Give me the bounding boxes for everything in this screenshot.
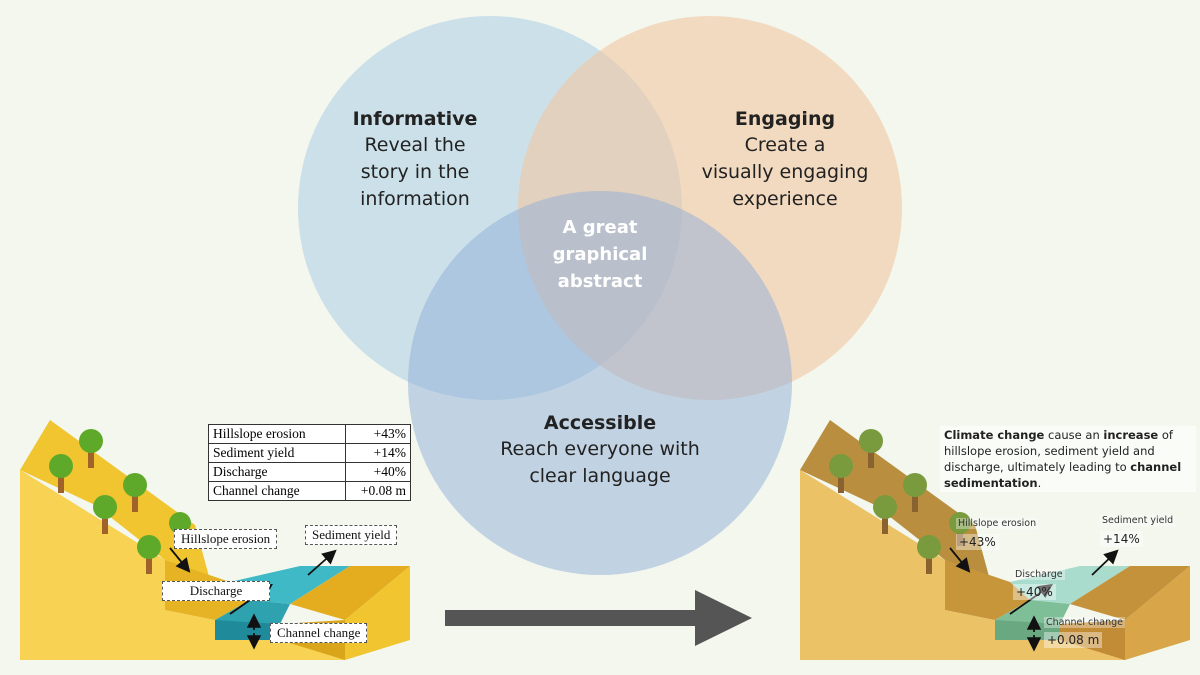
tree-icon: [49, 454, 73, 493]
venn-informative-title: Informative: [352, 108, 478, 130]
label-discharge: Discharge: [162, 581, 270, 601]
sediment-arrow: [307, 549, 337, 576]
note-text: .: [1037, 476, 1042, 490]
tag-discharge: Discharge: [1013, 569, 1065, 580]
table-row: Sediment yield+14%: [208, 443, 411, 463]
summary-note: Climate change cause an increase of hill…: [940, 426, 1196, 492]
venn-engaging-title: Engaging: [734, 108, 836, 130]
venn-accessible-title: Accessible: [543, 412, 657, 434]
tag-channel-change: Channel change: [1044, 617, 1125, 628]
venn-informative: Informative Reveal the story in the info…: [330, 106, 500, 213]
tree-icon: [873, 495, 897, 534]
table-cell-value: +14%: [345, 443, 411, 463]
tree-icon: [93, 495, 117, 534]
value-hillslope-erosion: +43%: [956, 534, 999, 550]
label-sediment-yield: Sediment yield: [305, 525, 398, 545]
value-channel-change: +0.08 m: [1044, 632, 1103, 648]
table-row: Hillslope erosion+43%: [208, 424, 411, 444]
venn-center-line: graphical: [552, 244, 648, 265]
note-text: of hillslope erosion, sediment yield and…: [944, 428, 1173, 474]
tree-icon: [949, 512, 971, 546]
note-highlight: increase: [1103, 428, 1159, 442]
tree-icon: [917, 535, 941, 574]
value-sediment-yield: +14%: [1100, 531, 1143, 547]
venn-informative-line: Reveal the: [364, 134, 466, 156]
venn-circle-accessible: [408, 191, 792, 575]
right-landscape: [800, 420, 1190, 660]
table-cell-label: Discharge: [208, 462, 346, 482]
venn-center-line: A great: [562, 217, 638, 238]
table-row: Discharge+40%: [208, 462, 411, 482]
tree-icon: [137, 535, 161, 574]
table-cell-label: Hillslope erosion: [208, 424, 346, 444]
venn-accessible-line: clear language: [529, 465, 671, 487]
table-cell-label: Sediment yield: [208, 443, 346, 463]
tree-icon: [79, 429, 103, 468]
venn-accessible-line: Reach everyone with: [500, 438, 700, 460]
tree-icon: [859, 429, 883, 468]
tree-icon: [903, 473, 927, 512]
venn-engaging-line: Create a: [744, 134, 826, 156]
venn-center: A great graphical abstract: [530, 214, 670, 295]
venn-engaging-line: experience: [732, 188, 838, 210]
tag-hillslope-erosion: Hillslope erosion: [956, 518, 1039, 529]
note-highlight: Climate change: [944, 428, 1045, 442]
venn-informative-line: information: [360, 188, 470, 210]
note-highlight: channel sedimentation: [944, 460, 1182, 490]
table-cell-value: +43%: [345, 424, 411, 444]
table-cell-value: +40%: [345, 462, 411, 482]
venn-engaging-line: visually engaging: [701, 161, 869, 183]
table-cell-value: +0.08 m: [345, 481, 411, 501]
left-landscape: [20, 420, 410, 660]
label-channel-change: Channel change: [270, 623, 368, 643]
tree-icon: [123, 473, 147, 512]
venn-informative-line: story in the: [360, 161, 470, 183]
tag-sediment-yield: Sediment yield: [1100, 515, 1176, 526]
venn-engaging: Engaging Create a visually engaging expe…: [690, 106, 880, 213]
venn-center-line: abstract: [557, 271, 643, 292]
table-cell-label: Channel change: [208, 481, 346, 501]
label-hillslope-erosion: Hillslope erosion: [174, 529, 278, 549]
venn-accessible: Accessible Reach everyone with clear lan…: [480, 410, 720, 490]
note-text: cause an: [1044, 428, 1104, 442]
value-discharge: +40%: [1013, 584, 1056, 600]
results-table: Hillslope erosion+43% Sediment yield+14%…: [208, 424, 411, 501]
erosion-arrow: [169, 547, 191, 573]
tree-icon: [829, 454, 853, 493]
transform-arrow: [445, 590, 752, 646]
table-row: Channel change+0.08 m: [208, 481, 411, 501]
